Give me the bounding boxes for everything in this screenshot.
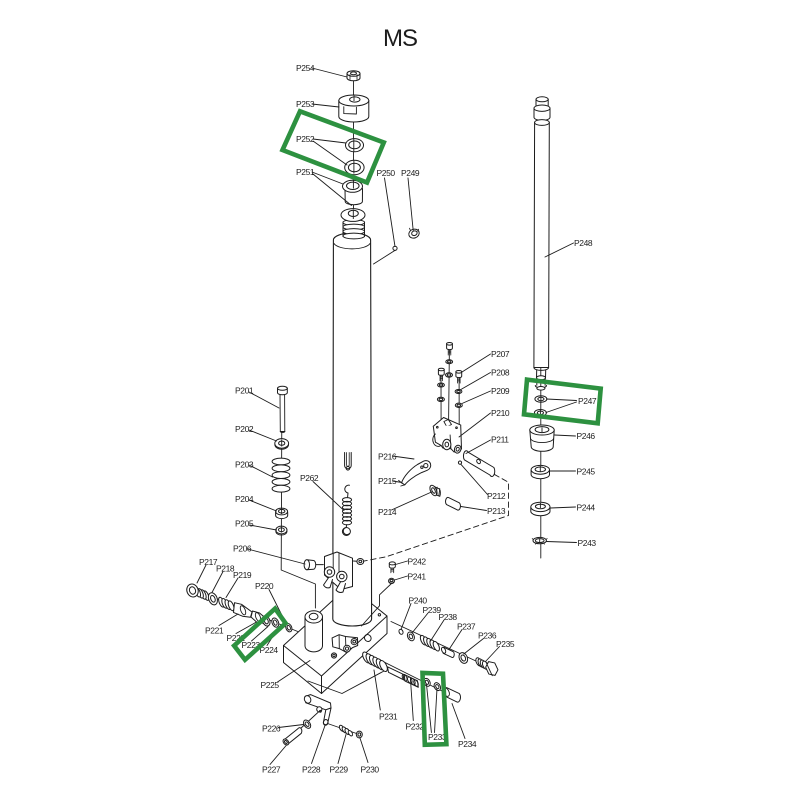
- svg-text:P247: P247: [578, 396, 597, 406]
- svg-text:P262: P262: [300, 473, 319, 483]
- svg-text:P227: P227: [262, 765, 281, 775]
- svg-text:P204: P204: [235, 494, 254, 504]
- svg-text:P252: P252: [296, 134, 315, 144]
- svg-text:P230: P230: [361, 765, 380, 775]
- svg-text:P208: P208: [491, 368, 510, 378]
- svg-text:P226: P226: [262, 724, 281, 734]
- svg-text:P219: P219: [233, 570, 252, 580]
- svg-text:P241: P241: [408, 572, 427, 582]
- svg-text:P246: P246: [577, 431, 596, 441]
- svg-text:P244: P244: [577, 503, 596, 513]
- svg-text:P216: P216: [378, 452, 397, 462]
- svg-text:P249: P249: [401, 168, 420, 178]
- svg-text:P243: P243: [578, 538, 597, 548]
- svg-text:P221: P221: [205, 626, 224, 636]
- svg-text:P222: P222: [227, 633, 246, 643]
- svg-text:P205: P205: [235, 519, 254, 529]
- svg-text:P228: P228: [302, 765, 321, 775]
- svg-text:P218: P218: [216, 564, 235, 574]
- svg-text:P251: P251: [296, 167, 315, 177]
- svg-text:P234: P234: [458, 739, 477, 749]
- svg-text:MS: MS: [383, 25, 417, 52]
- svg-text:P212: P212: [487, 491, 506, 501]
- svg-text:P233: P233: [428, 732, 447, 742]
- svg-text:P240: P240: [409, 596, 428, 606]
- svg-text:P201: P201: [235, 386, 254, 396]
- svg-text:P253: P253: [296, 99, 315, 109]
- svg-text:P214: P214: [378, 507, 397, 517]
- svg-text:P206: P206: [233, 544, 252, 554]
- svg-text:P229: P229: [330, 765, 349, 775]
- svg-text:P210: P210: [491, 408, 510, 418]
- svg-text:P217: P217: [199, 557, 218, 567]
- svg-text:P242: P242: [408, 557, 427, 567]
- svg-text:P250: P250: [377, 168, 396, 178]
- svg-text:P239: P239: [423, 605, 442, 615]
- svg-text:P220: P220: [255, 581, 274, 591]
- svg-text:P202: P202: [235, 424, 254, 434]
- svg-text:P237: P237: [457, 622, 476, 632]
- svg-text:P224: P224: [260, 645, 279, 655]
- svg-text:P203: P203: [235, 460, 254, 470]
- svg-text:P231: P231: [379, 712, 398, 722]
- svg-text:P248: P248: [574, 238, 593, 248]
- svg-text:P223: P223: [242, 640, 261, 650]
- svg-text:P211: P211: [491, 435, 509, 445]
- svg-text:P215: P215: [378, 476, 397, 486]
- svg-text:P235: P235: [496, 639, 515, 649]
- svg-text:P236: P236: [478, 631, 497, 641]
- svg-text:P254: P254: [296, 63, 315, 73]
- svg-text:P225: P225: [261, 680, 280, 690]
- svg-text:P245: P245: [577, 467, 596, 477]
- svg-text:P238: P238: [439, 612, 458, 622]
- svg-text:P213: P213: [487, 506, 506, 516]
- svg-text:P232: P232: [406, 722, 425, 732]
- svg-text:P209: P209: [491, 386, 510, 396]
- svg-text:P207: P207: [491, 349, 510, 359]
